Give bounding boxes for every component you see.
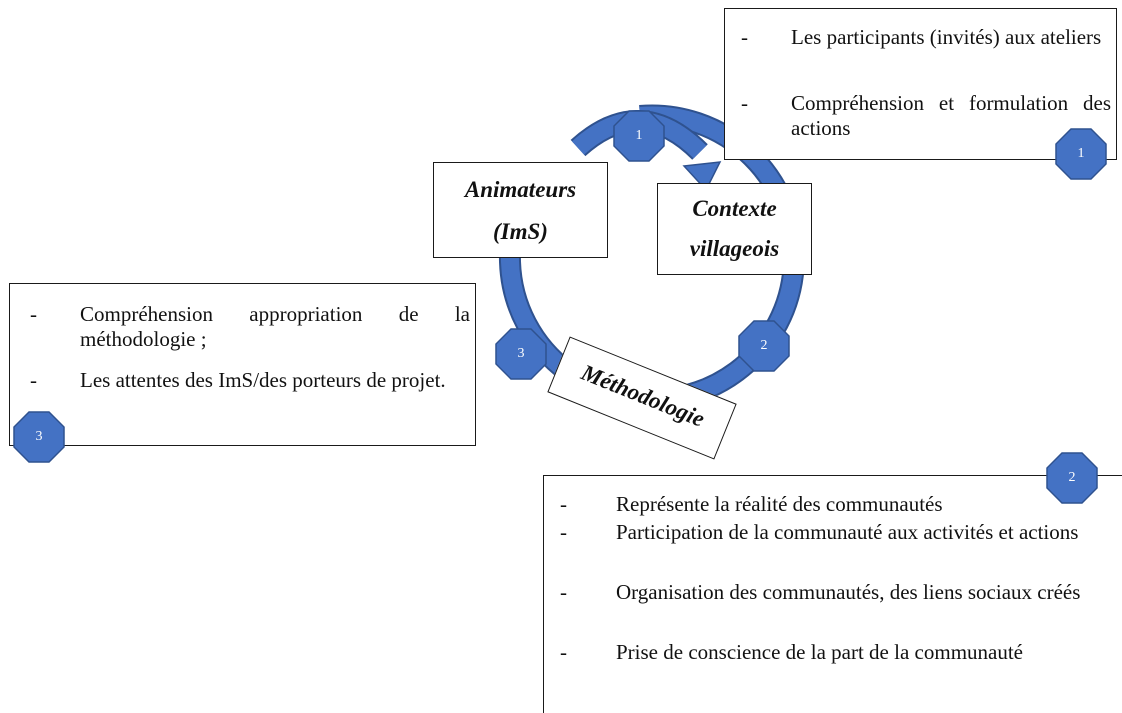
list-item: - Participation de la communauté aux act… [560, 520, 1120, 570]
list-item-text: Compréhension et formulation des actions [791, 91, 1111, 140]
box-participants: - Les participants (invités) aux atelier… [724, 8, 1117, 160]
node-animateurs-line2: (ImS) [493, 219, 548, 244]
ring-badge-1: 1 [613, 110, 665, 162]
ring-badge-2: 2 [738, 320, 790, 372]
list-item-text: Participation de la communauté aux activ… [616, 520, 1079, 544]
list-item-text: Compréhension appropriation de la méthod… [80, 302, 470, 351]
box1-badge: 1 [1055, 128, 1107, 180]
list-item: - Compréhension appropriation de la méth… [30, 302, 470, 351]
list-item-text: Représente la réalité des communautés [616, 492, 943, 516]
box2-badge: 2 [1046, 452, 1098, 504]
node-contexte: Contexte villageois [657, 183, 812, 275]
list-item-text: Les participants (invités) aux ateliers [791, 25, 1102, 49]
list-item: - Compréhension et formulation des actio… [741, 91, 1111, 140]
box-communautes: - Représente la réalité des communautés … [543, 475, 1122, 713]
list-item: - Les attentes des ImS/des porteurs de p… [30, 368, 470, 418]
list-item-text: Organisation des communautés, des liens … [616, 580, 1081, 604]
list-item-text: Les attentes des ImS/des porteurs de pro… [80, 368, 446, 392]
list-item: - Organisation des communautés, des lien… [560, 580, 1120, 630]
box3-badge: 3 [13, 411, 65, 463]
ring-badge-3: 3 [495, 328, 547, 380]
node-animateurs-line1: Animateurs [464, 177, 577, 202]
list-item: - Représente la réalité des communautés [560, 492, 1120, 517]
list-item: - Les participants (invités) aux atelier… [741, 25, 1101, 75]
node-animateurs: Animateurs (ImS) [433, 162, 608, 258]
list-item: - Prise de conscience de la part de la c… [560, 640, 1120, 690]
node-contexte-line1: Contexte [692, 196, 777, 221]
node-contexte-line2: villageois [689, 236, 780, 261]
box-comprehension: - Compréhension appropriation de la méth… [9, 283, 476, 446]
arrow-head-icon [682, 161, 722, 192]
list-item-text: Prise de conscience de la part de la com… [616, 640, 1023, 664]
